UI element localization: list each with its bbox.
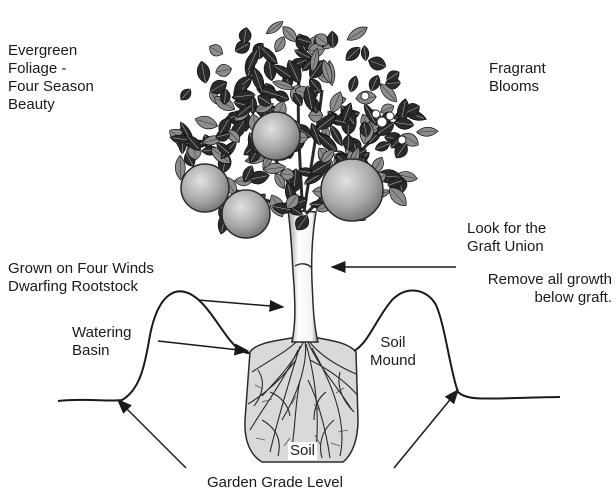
tree-trunk <box>288 210 318 342</box>
label-dwarfing-rootstock: Grown on Four Winds Dwarfing Rootstock <box>8 260 154 296</box>
label-line: Remove all growth <box>488 271 612 289</box>
label-line: Foliage - <box>8 60 94 78</box>
label-line: Grown on Four Winds <box>8 260 154 278</box>
label-line: Evergreen <box>8 42 94 60</box>
label-line: Soil <box>370 334 416 352</box>
label-soil: Soil <box>288 442 317 460</box>
grade-level-left-arrow <box>118 400 186 468</box>
orange-fruit <box>252 112 300 160</box>
orange-fruit <box>222 190 270 238</box>
label-garden-grade-level: Garden Grade Level <box>207 474 343 492</box>
label-line: Blooms <box>489 78 546 96</box>
label-line: Basin <box>72 342 131 360</box>
grade-level-right-arrow <box>394 390 458 468</box>
label-soil-mound: Soil Mound <box>370 334 416 370</box>
label-line: Watering <box>72 324 131 342</box>
label-fragrant-blooms: Fragrant Blooms <box>489 60 546 96</box>
label-line: Garden Grade Level <box>207 474 343 492</box>
rootstock-arrow <box>198 300 283 307</box>
orange-fruit <box>181 164 229 212</box>
label-line: below graft. <box>488 289 612 307</box>
orange-fruit <box>321 159 383 221</box>
label-remove-growth: Remove all growth below graft. <box>488 271 612 307</box>
label-line: Dwarfing Rootstock <box>8 278 154 296</box>
label-line: Graft Union <box>467 238 546 256</box>
label-line: Soil <box>290 442 315 460</box>
label-line: Look for the <box>467 220 546 238</box>
label-line: Beauty <box>8 96 94 114</box>
label-line: Four Season <box>8 78 94 96</box>
label-graft-union: Look for the Graft Union <box>467 220 546 256</box>
label-watering-basin: Watering Basin <box>72 324 131 360</box>
label-line: Fragrant <box>489 60 546 78</box>
label-evergreen-foliage: Evergreen Foliage - Four Season Beauty <box>8 42 94 114</box>
label-line: Mound <box>370 352 416 370</box>
